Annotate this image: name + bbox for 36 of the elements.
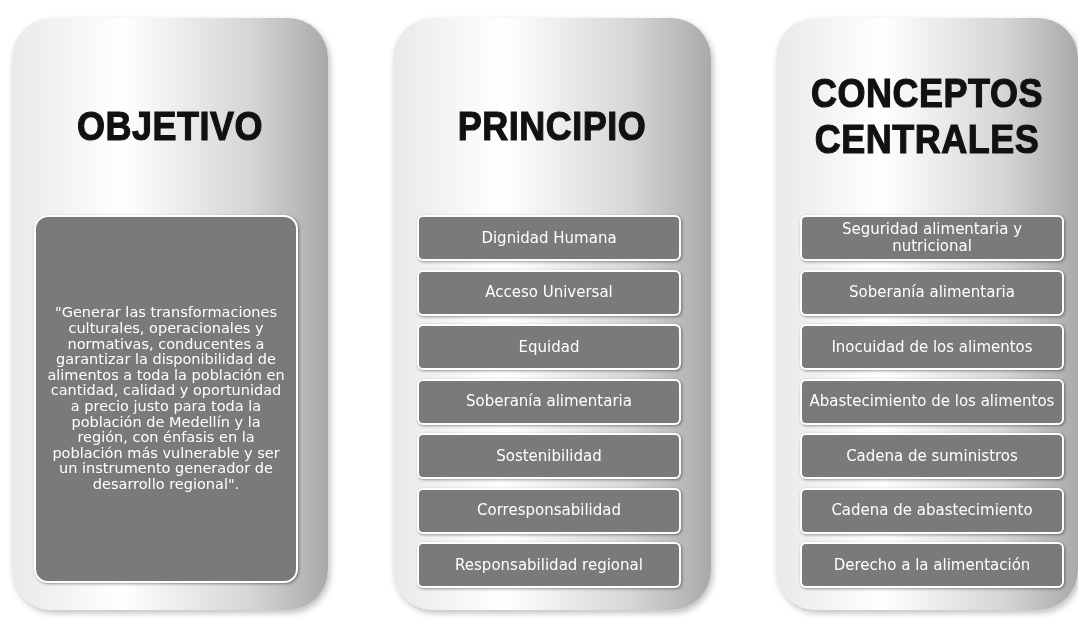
item-card [800, 269, 1064, 316]
item-text: Inocuidad de los alimentos [831, 338, 1033, 356]
item-card [417, 215, 681, 261]
item-text: Derecho a la alimentación [833, 556, 1031, 574]
item-text: Equidad [518, 338, 580, 356]
item-text: Seguridad alimentaria y nutricional [840, 221, 1024, 255]
item-card [417, 378, 681, 425]
item-card [800, 487, 1064, 534]
item-card [417, 542, 681, 588]
item-card [417, 433, 681, 479]
item-text: Soberanía alimentaria [466, 393, 632, 410]
column-heading: OBJETIVO [75, 103, 264, 149]
item-text: Acceso Universal [485, 284, 613, 301]
item-card [34, 215, 298, 583]
item-text: Responsabilidad regional [455, 556, 643, 574]
item-text: Cadena de abastecimiento [831, 502, 1033, 519]
column-heading: PRINCIPIO [456, 103, 648, 149]
item-card [800, 378, 1064, 425]
item-text: Cadena de suministros [846, 447, 1018, 465]
item-card [417, 269, 681, 316]
item-text: Soberanía alimentaria [849, 284, 1015, 301]
item-text: Dignidad Humana [481, 229, 617, 247]
column-panel [393, 18, 711, 610]
item-text: Sostenibilidad [496, 447, 602, 465]
item-card [800, 324, 1064, 370]
item-card [800, 215, 1064, 261]
item-card [800, 542, 1064, 588]
item-text: "Generar las transformaciones culturales, operacionales y normativas, conducentes a garantizar la disponibilidad de alimentos a toda la población en cantidad, calidad y oportunidad a precio justo para toda la población de Medellín y la región, con énfasis en la población más vulnerable y ser un instrumento generador de desarrollo regional". [46, 305, 286, 493]
item-text: Abastecimiento de los alimentos [809, 393, 1055, 410]
item-card [800, 433, 1064, 479]
column-heading: CONCEPTOS CENTRALES [810, 70, 1044, 162]
column-panel [776, 18, 1078, 610]
item-card [417, 324, 681, 370]
item-card [417, 487, 681, 534]
column-panel [12, 18, 328, 610]
item-text: Corresponsabilidad [477, 502, 621, 519]
